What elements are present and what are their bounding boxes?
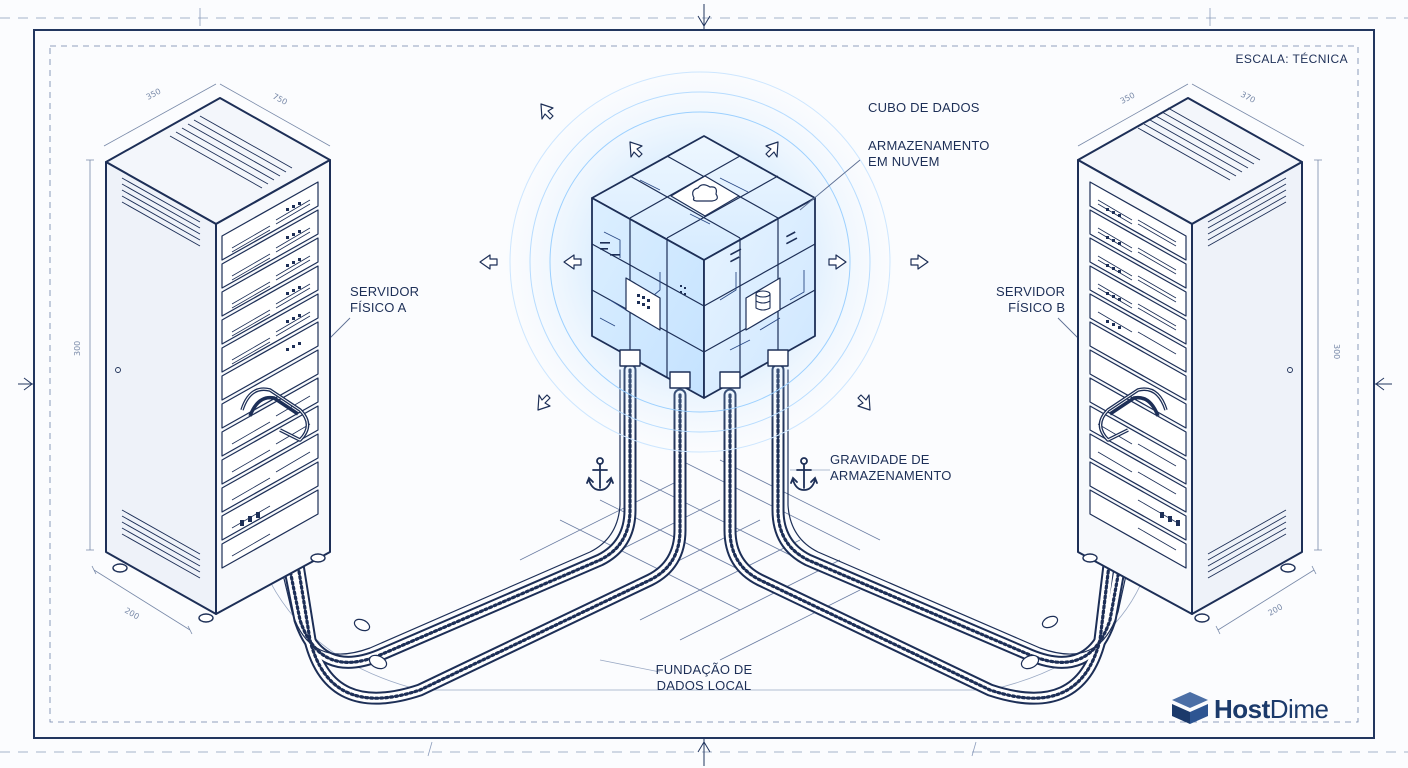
- server-a-line-1: SERVIDOR: [350, 284, 420, 299]
- server-b-line-1: SERVIDOR: [996, 284, 1066, 299]
- dim-left-base: 200: [123, 606, 141, 621]
- foundation-line-2: DADOS LOCAL: [656, 678, 752, 693]
- cloud-storage-line-1: ARMAZENAMENTO: [868, 138, 990, 153]
- anchor-icon: [790, 457, 818, 491]
- foundation-line-1: FUNDAÇÃO DE: [655, 662, 753, 677]
- dim-left-top-a: 350: [145, 87, 163, 102]
- anchor-icon: [586, 457, 614, 491]
- server-b-line-2: FÍSICO B: [1008, 300, 1066, 315]
- gravity-line-1: GRAVIDADE DE: [830, 452, 930, 467]
- brand-logo-icon: [1172, 692, 1208, 724]
- brand-name-part-2: Dime: [1269, 693, 1329, 724]
- server-rack-b: [1077, 97, 1303, 623]
- scale-label: ESCALA: TÉCNICA: [1235, 52, 1348, 66]
- dimension-lines: [86, 83, 1322, 635]
- cloud-icon: [692, 184, 718, 202]
- guide-curves: [259, 469, 1151, 691]
- dim-right-top-a: 350: [1119, 91, 1137, 106]
- storage-gravity-label: GRAVIDADE DE ARMAZENAMENTO: [830, 452, 952, 484]
- dim-right-base: 200: [1267, 602, 1285, 617]
- database-icon: [755, 290, 771, 311]
- server-a-label: SERVIDOR FÍSICO A: [350, 284, 419, 316]
- arrow-icon: [479, 103, 929, 411]
- dim-right-top-b: 370: [1239, 90, 1257, 105]
- leader-lines: [329, 159, 1079, 339]
- dim-left-height: 300: [73, 341, 82, 356]
- cables: [269, 363, 1139, 705]
- server-rack-a: [105, 97, 331, 623]
- server-b-label: SERVIDOR FÍSICO B: [996, 284, 1065, 316]
- server-a-line-2: FÍSICO A: [350, 300, 407, 315]
- local-foundation-label: FUNDAÇÃO DE DADOS LOCAL: [646, 662, 762, 694]
- cloud-storage-line-2: EM NUVEM: [868, 154, 940, 169]
- brand-name-part-1: Host: [1214, 693, 1270, 724]
- cloud-storage-label: ARMAZENAMENTO EM NUVEM: [868, 138, 990, 170]
- data-cube: [591, 135, 816, 399]
- floor-grid: [519, 459, 881, 661]
- dim-left-top-b: 750: [271, 92, 289, 107]
- gravity-line-2: ARMAZENAMENTO: [830, 468, 952, 483]
- cube-title-label: CUBO DE DADOS: [868, 100, 980, 115]
- blueprint-frame: [0, 4, 1408, 766]
- brand-logo: Host Dime: [1214, 692, 1329, 726]
- dim-right-height: 300: [1332, 344, 1341, 359]
